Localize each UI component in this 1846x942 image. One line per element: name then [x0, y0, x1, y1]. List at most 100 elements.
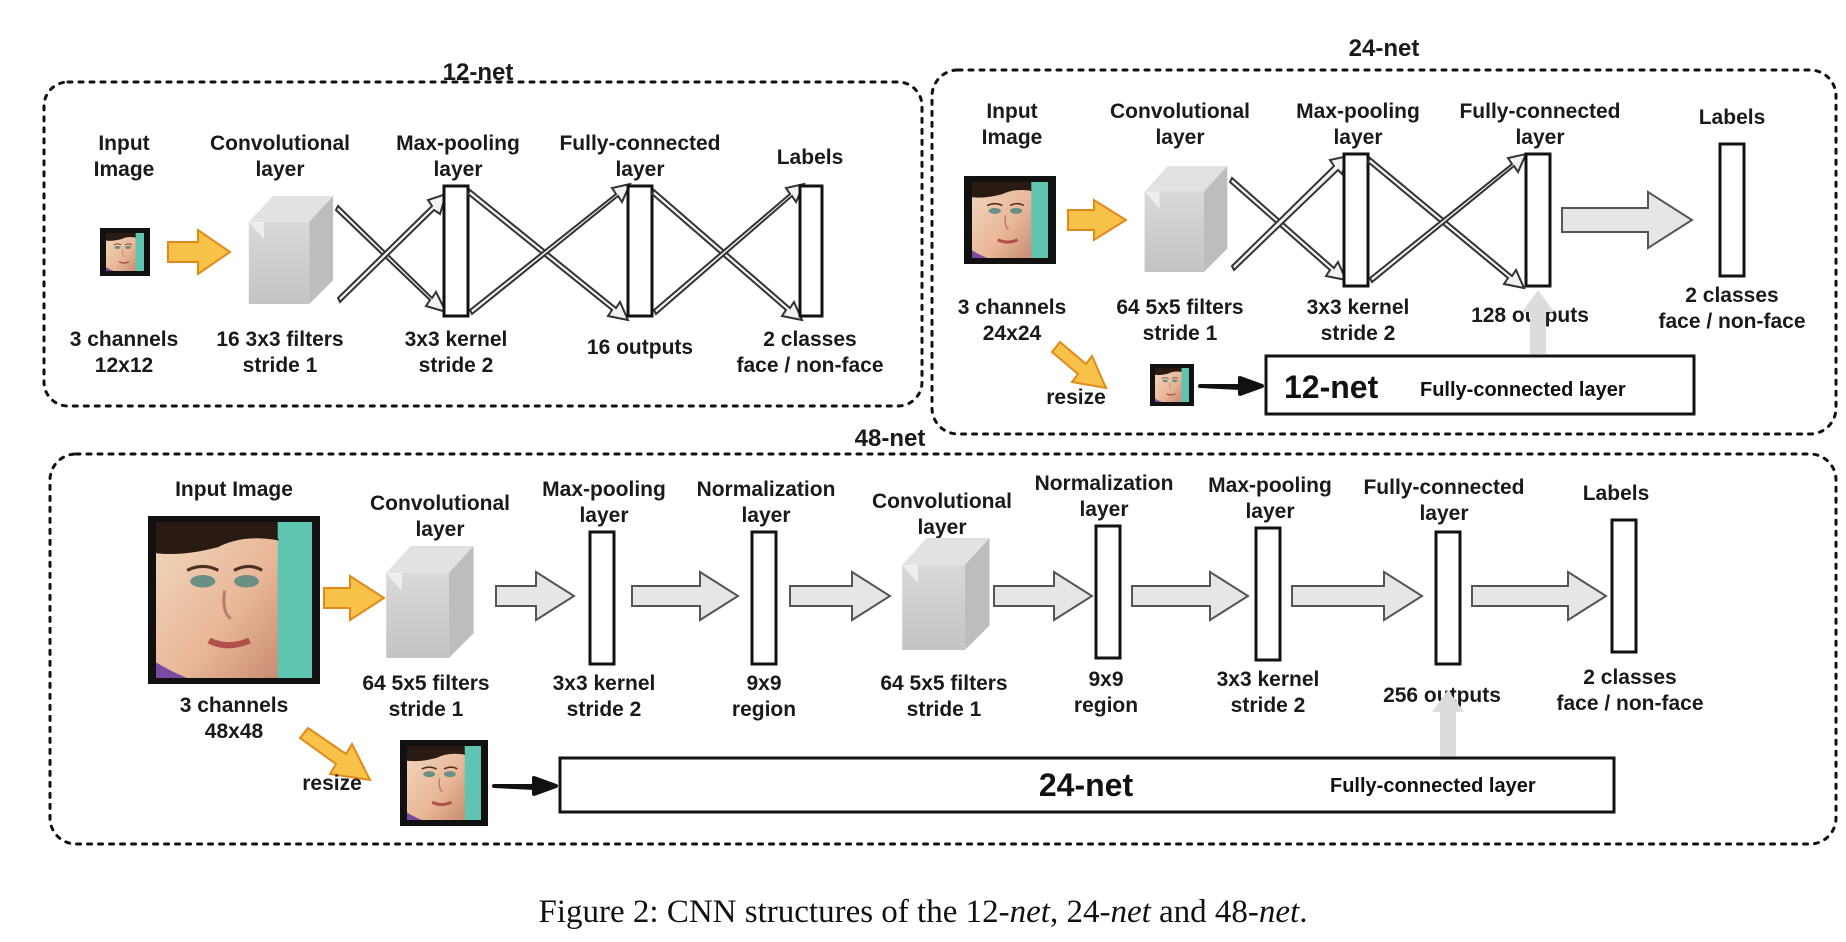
net24-orange-arrow — [1067, 198, 1128, 242]
net48-resize-label: resize — [302, 772, 362, 795]
net12-conv-label: Convolutional — [210, 132, 350, 155]
net48-norm1-label: Normalization — [697, 478, 836, 501]
net12-pool-label: Max-pooling — [396, 132, 520, 155]
net48-pool1-desc-2: stride 2 — [567, 698, 642, 721]
caption-net-2: net — [1110, 894, 1151, 930]
net24-resize-arrow — [1050, 340, 1108, 390]
net24-pool-label-2: layer — [1333, 126, 1382, 149]
caption-suffix: . — [1299, 894, 1307, 930]
net48-gray-arrow-2 — [631, 570, 740, 622]
net48-norm2-desc: 9x9 — [1088, 668, 1123, 691]
net12-title: 12-net — [443, 59, 514, 86]
net48-labels-bar — [1610, 518, 1638, 654]
net48-fc-label-2: layer — [1419, 502, 1468, 525]
net12-input-desc-2: 12x12 — [95, 354, 153, 377]
net24-input-desc-2: 24x24 — [983, 322, 1042, 345]
net48-resize-image — [406, 746, 482, 820]
net12-pool-desc-2: stride 2 — [419, 354, 494, 377]
net48-pool2-label-2: layer — [1245, 500, 1294, 523]
net48-conv1-block — [386, 546, 474, 658]
net48-pool2-label: Max-pooling — [1208, 474, 1332, 497]
net12-pool-bar — [442, 184, 470, 318]
net12-fc-label: Fully-connected — [559, 132, 720, 155]
net24-black-arrow — [1198, 376, 1264, 396]
net48-conv2-desc: 64 5x5 filters — [880, 672, 1007, 695]
net48-norm2-desc-2: region — [1074, 694, 1138, 717]
net48-pool1-label-2: layer — [579, 504, 628, 527]
net48-conv2-label: Convolutional — [872, 490, 1012, 513]
net48-conv1-desc-2: stride 1 — [389, 698, 464, 721]
net48-norm2-bar — [1094, 524, 1122, 660]
net48-gray-arrow-5 — [1131, 570, 1250, 622]
net24-sub-network-desc: Fully-connected layer — [1420, 379, 1626, 401]
net24-fc-bar — [1524, 152, 1552, 288]
net48-norm1-desc-2: region — [732, 698, 796, 721]
net12-labels-desc: 2 classes — [763, 328, 856, 351]
net48-norm2-label-2: layer — [1079, 498, 1128, 521]
net48-input-label: Input Image — [175, 478, 293, 501]
net24-cross-arrows-2 — [1366, 152, 1528, 290]
net48-fc-desc: 256 outputs — [1383, 684, 1501, 707]
net48-gray-arrow-4 — [993, 570, 1094, 622]
net24-fc-label-2: layer — [1515, 126, 1564, 149]
net48-labels-desc: 2 classes — [1583, 666, 1676, 689]
net48-panel: 48-net Input Image Convolutional layer M… — [48, 425, 1838, 846]
net12-pool-desc: 3x3 kernel — [405, 328, 508, 351]
net24-pool-bar — [1342, 152, 1370, 288]
net24-panel: 24-net Input Image Convolutional layer M… — [930, 35, 1838, 436]
net12-fc-bar — [626, 184, 654, 318]
net48-conv2-desc-2: stride 1 — [907, 698, 982, 721]
net48-fc-label: Fully-connected — [1363, 476, 1524, 499]
net48-norm1-label-2: layer — [741, 504, 790, 527]
net24-sub-network-box — [1264, 354, 1696, 416]
net12-labels-label: Labels — [777, 146, 844, 169]
net12-conv-block — [248, 196, 334, 304]
net24-input-label: Input — [986, 100, 1037, 123]
net24-border — [930, 68, 1838, 436]
net24-labels-desc-2: face / non-face — [1658, 310, 1805, 333]
net48-norm1-desc: 9x9 — [746, 672, 781, 695]
caption-net-1: net — [1010, 894, 1051, 930]
net24-labels-desc: 2 classes — [1685, 284, 1778, 307]
net48-gray-arrow-3 — [789, 570, 892, 622]
net48-title: 48-net — [855, 425, 926, 452]
net48-pool1-bar — [588, 530, 616, 666]
net24-conv-label: Convolutional — [1110, 100, 1250, 123]
net48-pool1-desc: 3x3 kernel — [553, 672, 656, 695]
net24-conv-label-2: layer — [1155, 126, 1204, 149]
net48-gray-arrow-1 — [495, 570, 576, 622]
net24-input-label-2: Image — [982, 126, 1043, 149]
net48-input-desc: 3 channels — [180, 694, 289, 717]
net24-conv-block — [1144, 166, 1228, 272]
net12-cross-arrows-1 — [334, 192, 448, 314]
net24-cross-arrows-1 — [1228, 154, 1350, 282]
net24-pool-desc: 3x3 kernel — [1307, 296, 1410, 319]
net24-fc-label: Fully-connected — [1459, 100, 1620, 123]
net12-fc-label-2: layer — [615, 158, 664, 181]
net12-pool-label-2: layer — [433, 158, 482, 181]
net24-resize-label: resize — [1046, 386, 1106, 409]
net24-sub-network-name: 12-net — [1284, 369, 1379, 405]
net24-gray-arrow — [1561, 190, 1694, 250]
net48-orange-arrow — [323, 574, 386, 622]
net48-pool2-desc-2: stride 2 — [1231, 694, 1306, 717]
net24-resize-image — [1154, 368, 1190, 402]
net48-labels-desc-2: face / non-face — [1556, 692, 1703, 715]
net48-conv2-label-2: layer — [917, 516, 966, 539]
net48-conv1-label: Convolutional — [370, 492, 510, 515]
net12-border — [42, 80, 924, 408]
caption-net-3: net — [1259, 894, 1300, 930]
net48-input-image — [156, 522, 312, 678]
net48-conv2-block — [902, 538, 990, 650]
caption-prefix: Figure 2: CNN structures of the 12- — [539, 894, 1010, 930]
net24-title: 24-net — [1349, 35, 1420, 62]
caption-mid-2: and 48- — [1151, 894, 1259, 930]
caption-mid-1: , 24- — [1050, 894, 1111, 930]
net48-pool2-desc: 3x3 kernel — [1217, 668, 1320, 691]
net48-input-desc-2: 48x48 — [205, 720, 264, 743]
net24-pool-desc-2: stride 2 — [1321, 322, 1396, 345]
net48-pool1-label: Max-pooling — [542, 478, 666, 501]
net48-conv1-label-2: layer — [415, 518, 464, 541]
net12-panel: 12-net Input Image Convolutional layer M… — [42, 59, 924, 408]
net48-sub-network-box — [558, 756, 1616, 814]
